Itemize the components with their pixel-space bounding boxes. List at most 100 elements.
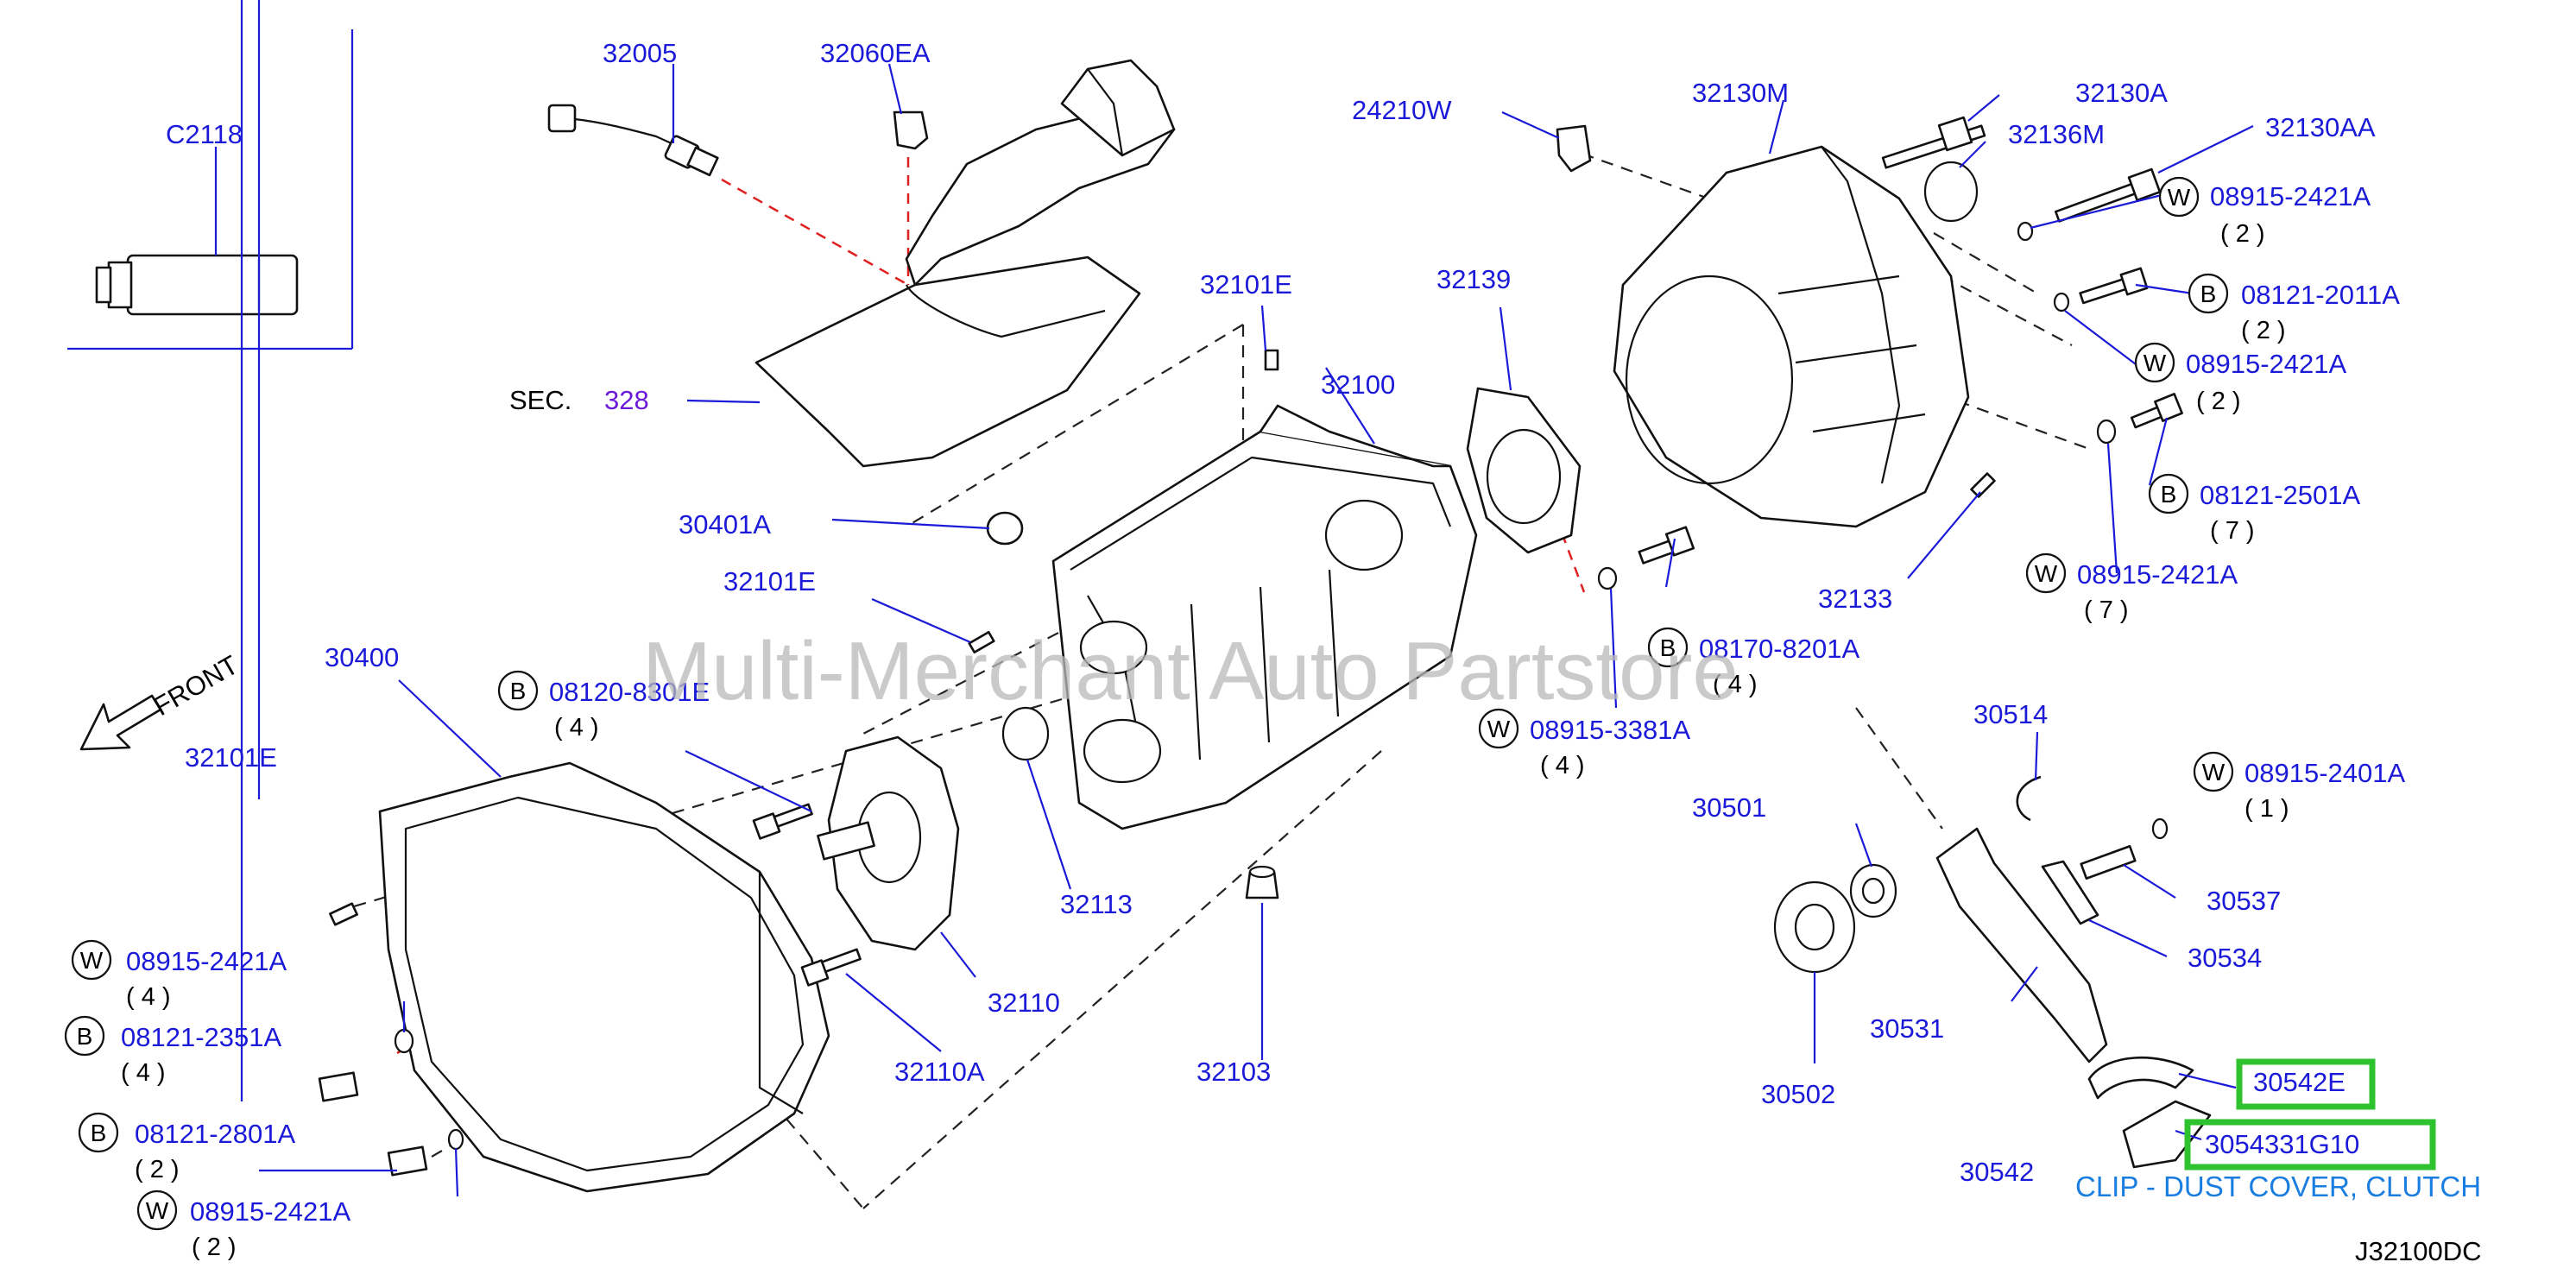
- part-label-30514[interactable]: 30514: [1973, 699, 2048, 729]
- svg-text:( 2 ): ( 2 ): [192, 1234, 237, 1261]
- section-reference[interactable]: SEC. 328: [509, 385, 649, 415]
- part-label-32101E-upper[interactable]: 32101E: [1200, 269, 1292, 300]
- part-label-32110A[interactable]: 32110A: [894, 1057, 985, 1087]
- part-label-32005[interactable]: 32005: [603, 38, 677, 68]
- part-label-3054331G10[interactable]: 3054331G10: [2205, 1129, 2359, 1159]
- svg-text:( 7 ): ( 7 ): [2210, 517, 2255, 545]
- svg-text:W: W: [146, 1197, 169, 1224]
- bearing-sleeve-30501: [1849, 863, 1897, 918]
- c2118-inset: [67, 29, 354, 350]
- fastener-callout[interactable]: W 08915-2421A ( 2 ): [136, 1190, 350, 1261]
- part-label-30531[interactable]: 30531: [1870, 1013, 1944, 1044]
- part-label-30502[interactable]: 30502: [1761, 1079, 1835, 1109]
- svg-text:W: W: [2035, 560, 2058, 587]
- transmission-case-32100: [1051, 404, 1478, 830]
- sensor-switch-32005: [547, 104, 719, 177]
- fastener-callout[interactable]: W 08915-2421A ( 2 ): [2158, 176, 2371, 248]
- svg-text:( 4 ): ( 4 ): [121, 1059, 166, 1087]
- assembly-guide-lines: [353, 145, 2090, 1209]
- fastener-callout[interactable]: W 08915-2421A ( 2 ): [2134, 342, 2346, 415]
- front-label: FRONT: [148, 649, 243, 722]
- svg-text:08915-2421A: 08915-2421A: [190, 1196, 350, 1227]
- seal-32113: [1001, 706, 1050, 761]
- fastener-callout[interactable]: W 08915-3381A ( 4 ): [1478, 708, 1690, 779]
- part-label-C2118[interactable]: C2118: [166, 119, 243, 149]
- svg-text:08915-2421A: 08915-2421A: [126, 946, 287, 976]
- part-label-30534[interactable]: 30534: [2188, 943, 2262, 973]
- svg-text:B: B: [510, 678, 527, 704]
- shifter-cover: [754, 59, 1176, 468]
- svg-text:B: B: [1660, 634, 1676, 661]
- part-label-32110[interactable]: 32110: [988, 988, 1060, 1018]
- fastener-callout[interactable]: W 08915-2421A ( 7 ): [2025, 552, 2238, 624]
- leader-lines: [240, 0, 2254, 1197]
- release-bearing-30502: [1773, 880, 1856, 974]
- part-label-30542[interactable]: 30542: [1960, 1157, 2034, 1187]
- sealant-tube-icon: [95, 254, 299, 316]
- fastener-callout[interactable]: B 08120-8301E ( 4 ): [497, 670, 710, 741]
- front-cover-32110: [817, 735, 960, 951]
- diagram-code: J32100DC: [2355, 1236, 2481, 1266]
- svg-text:( 4 ): ( 4 ): [1540, 752, 1585, 779]
- bolt-32130AA: [2054, 167, 2162, 223]
- fastener-callout[interactable]: B 08121-2501A ( 7 ): [2148, 473, 2360, 545]
- fastener-callout[interactable]: W 08915-2401A ( 1 ): [2193, 751, 2405, 823]
- front-direction-indicator: FRONT: [79, 649, 243, 751]
- svg-text:08915-2421A: 08915-2421A: [2210, 181, 2371, 211]
- svg-text:B: B: [91, 1120, 107, 1146]
- svg-text:( 7 ): ( 7 ): [2084, 596, 2129, 624]
- svg-text:( 2 ): ( 2 ): [2241, 317, 2286, 344]
- plug-32103: [1245, 865, 1279, 899]
- part-label-32136M[interactable]: 32136M: [2008, 119, 2105, 149]
- part-label-32130A[interactable]: 32130A: [2075, 78, 2168, 108]
- plug-30401A: [986, 511, 1024, 546]
- section-label: SEC.: [509, 385, 571, 415]
- seal-32136M: [1923, 161, 1979, 223]
- svg-text:W: W: [2202, 759, 2226, 786]
- part-label-30542E[interactable]: 30542E: [2253, 1067, 2346, 1097]
- svg-text:B: B: [2161, 481, 2177, 508]
- highlight-box-3054331G10: [2184, 1119, 2436, 1171]
- svg-text:08121-2011A: 08121-2011A: [2241, 280, 2400, 310]
- svg-text:08915-2401A: 08915-2401A: [2245, 758, 2405, 788]
- part-label-32103[interactable]: 32103: [1196, 1057, 1271, 1087]
- part-label-32101E-left[interactable]: 32101E: [185, 742, 277, 773]
- part-label-32101E-middle[interactable]: 32101E: [723, 566, 816, 596]
- part-label-24210W[interactable]: 24210W: [1352, 95, 1452, 125]
- part-label-32130M[interactable]: 32130M: [1692, 78, 1789, 108]
- svg-text:( 1 ): ( 1 ): [2245, 795, 2289, 823]
- part-label-30400[interactable]: 30400: [325, 642, 399, 672]
- part-label-32130AA[interactable]: 32130AA: [2265, 112, 2376, 142]
- svg-text:08121-2351A: 08121-2351A: [121, 1022, 281, 1052]
- highlighted-part-description: CLIP - DUST COVER, CLUTCH: [2075, 1171, 2481, 1202]
- part-labels: 32005 32060EA C2118 24210W 32130M 32130A…: [166, 38, 2376, 1187]
- fastener-callout[interactable]: W 08915-2421A ( 4 ): [71, 939, 287, 1011]
- part-label-32060EA[interactable]: 32060EA: [820, 38, 931, 68]
- part-label-30537[interactable]: 30537: [2207, 886, 2281, 916]
- clip-30514: [2016, 775, 2042, 822]
- part-label-30501[interactable]: 30501: [1692, 792, 1766, 823]
- svg-text:B: B: [77, 1023, 93, 1050]
- section-number[interactable]: 328: [604, 385, 649, 415]
- fastener-callout[interactable]: B 08121-2351A ( 4 ): [64, 1015, 281, 1087]
- fastener-callout[interactable]: B 08121-2801A ( 2 ): [78, 1112, 295, 1183]
- svg-text:08170-8201A: 08170-8201A: [1699, 634, 1859, 664]
- extension-housing-32130M: [1613, 145, 1970, 528]
- svg-text:( 4 ): ( 4 ): [1713, 671, 1758, 698]
- clip-32060EA: [893, 110, 929, 150]
- gasket-32139: [1466, 387, 1582, 554]
- svg-text:08121-2801A: 08121-2801A: [135, 1119, 295, 1149]
- fastener-callout[interactable]: B 08170-8201A ( 4 ): [1647, 627, 1859, 698]
- svg-text:W: W: [2144, 350, 2167, 376]
- part-label-32133[interactable]: 32133: [1818, 584, 1892, 614]
- bellhousing-bolts-washers: [318, 1028, 464, 1177]
- clutch-housing-30400: [378, 761, 830, 1193]
- part-label-32113[interactable]: 32113: [1060, 889, 1133, 919]
- part-label-32139[interactable]: 32139: [1436, 264, 1511, 294]
- svg-text:B: B: [2200, 281, 2217, 307]
- part-label-32100[interactable]: 32100: [1321, 369, 1395, 400]
- fastener-callout[interactable]: B 08121-2011A ( 2 ): [2188, 273, 2400, 344]
- dust-cover-30542: [2122, 1100, 2212, 1169]
- part-label-30401A[interactable]: 30401A: [679, 509, 771, 540]
